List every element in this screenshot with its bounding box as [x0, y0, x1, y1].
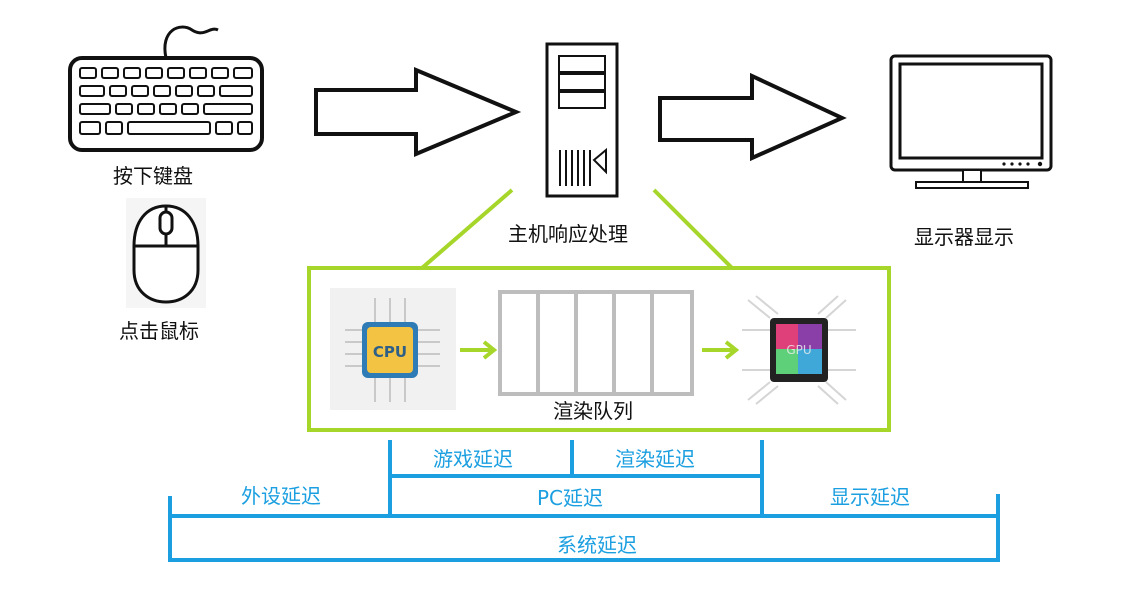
- output-flow-arrow: [658, 72, 847, 162]
- cpu-to-queue-arrow: [460, 340, 498, 360]
- queue-to-gpu-arrow: [702, 340, 740, 360]
- render-latency-label: 渲染延迟: [615, 447, 695, 471]
- keyboard-label: 按下键盘: [113, 164, 193, 188]
- render-queue: [498, 290, 694, 396]
- cpu-chip-text: CPU: [373, 343, 407, 361]
- display-latency-label: 显示延迟: [830, 485, 910, 509]
- game-latency-label: 游戏延迟: [433, 447, 513, 471]
- zoom-connector-left: [420, 188, 514, 270]
- keyboard-icon: [68, 25, 264, 152]
- render-queue-label: 渲染队列: [553, 399, 633, 423]
- gpu-chip-text: GPU: [786, 343, 811, 357]
- peripheral-latency-label: 外设延迟: [241, 484, 321, 508]
- system-latency-label: 系统延迟: [557, 533, 637, 557]
- pc-latency-label: PC延迟: [537, 486, 604, 510]
- pc-tower-icon: [545, 42, 619, 198]
- cpu-chip-icon: CPU: [330, 288, 456, 410]
- latency-brackets: [168, 440, 1000, 562]
- mouse-icon: [126, 198, 206, 308]
- gpu-chip-icon: GPU: [742, 295, 856, 405]
- input-flow-arrow: [314, 66, 522, 158]
- mouse-label: 点击鼠标: [119, 319, 199, 343]
- host-label: 主机响应处理: [508, 222, 628, 246]
- monitor-icon: [889, 54, 1053, 189]
- monitor-label: 显示器显示: [914, 225, 1014, 249]
- host-pipeline-box: [307, 266, 891, 432]
- zoom-connector-right: [652, 188, 734, 270]
